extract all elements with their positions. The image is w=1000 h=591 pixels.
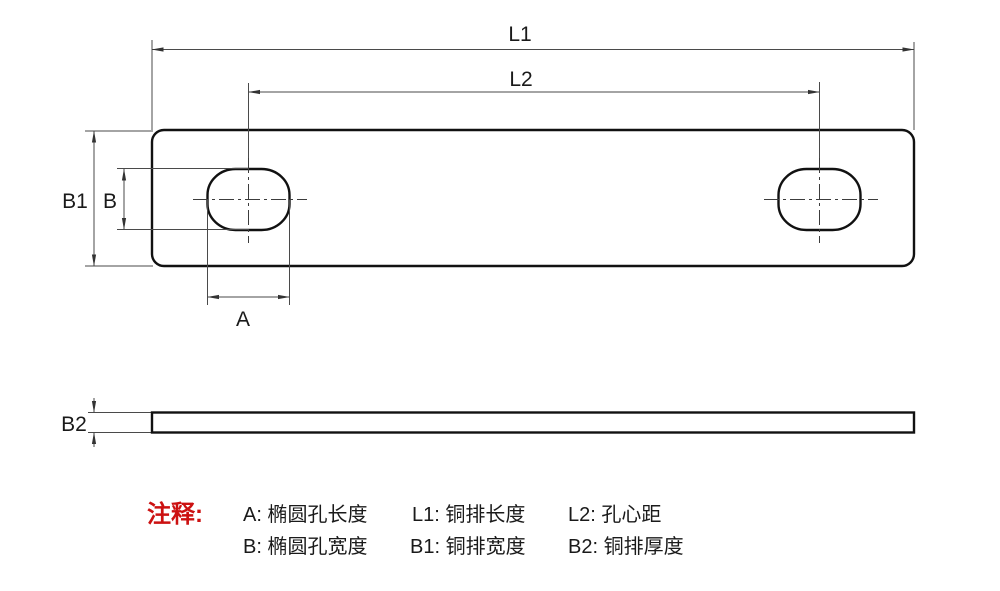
busbar-side-view	[150, 411, 916, 434]
legend-item-l1: L1: 铜排长度	[412, 504, 526, 526]
legend-item-a: A: 椭圆孔长度	[243, 504, 368, 526]
legend-item-b1: B1: 铜排宽度	[410, 536, 526, 558]
busbar-side-outline	[150, 411, 916, 434]
legend-title: 注释:	[147, 501, 203, 528]
dim-label-b1: B1	[62, 190, 88, 213]
legend-item-b2: B2: 铜排厚度	[568, 536, 684, 558]
busbar-top-view	[150, 128, 916, 268]
dim-label-l2: L2	[509, 68, 532, 91]
legend-item-b: B: 椭圆孔宽度	[243, 536, 368, 558]
extension-lines	[85, 40, 915, 433]
dimension-labels: L1 L2 B1 B A B2	[61, 23, 533, 436]
dimension-lines	[91, 47, 915, 447]
dim-label-l1: L1	[508, 23, 531, 46]
dim-label-a: A	[236, 308, 250, 331]
dim-label-b2: B2	[61, 413, 87, 436]
hole-centerlines	[193, 158, 878, 243]
busbar-plate-outline	[150, 128, 916, 268]
legend-item-l2: L2: 孔心距	[568, 504, 662, 526]
dim-label-b: B	[103, 190, 117, 213]
